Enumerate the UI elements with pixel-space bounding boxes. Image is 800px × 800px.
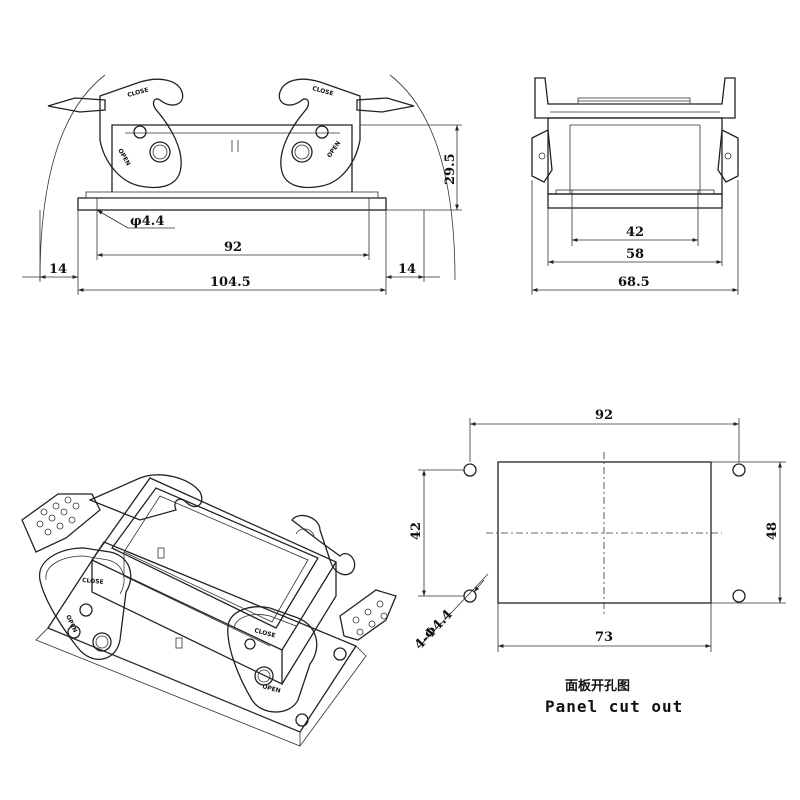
iso-front-lever xyxy=(39,547,132,660)
iso-left-wing-holes xyxy=(36,496,80,536)
cutout-rectangle xyxy=(497,461,712,604)
front-left-lock-tab xyxy=(47,97,106,113)
dim-cutout-height: 48 xyxy=(765,522,780,540)
panel-cutout-view: 92 42 48 73 4-Φ4.4 面板开孔图 Panel cut out xyxy=(409,408,786,716)
dim-height: 29.5 xyxy=(443,153,458,185)
panel-cutout-caption-en: Panel cut out xyxy=(545,697,683,716)
iso-base-hole-2 xyxy=(295,713,309,727)
dim-left-offset: 14 xyxy=(49,262,67,277)
front-left-close-label: CLOSE xyxy=(127,87,150,99)
dim-cutout-hole-spacing-x: 92 xyxy=(595,408,613,423)
front-housing-body xyxy=(111,124,353,192)
side-right-lever xyxy=(717,128,739,183)
front-left-open-label: OPEN xyxy=(116,148,131,168)
dim-side-inner: 42 xyxy=(626,225,644,240)
dim-cutout-hole-spacing-y: 42 xyxy=(409,522,424,540)
iso-right-wing-tab xyxy=(339,589,397,641)
iso-left-wing-tab xyxy=(21,493,101,553)
front-right-open-label: OPEN xyxy=(326,140,342,159)
front-view: CLOSE OPEN CLOSE OPEN φ4.4 92 14 xyxy=(22,74,462,295)
side-view: 42 58 68.5 xyxy=(531,77,739,295)
front-base-flange xyxy=(77,197,387,211)
front-left-lever xyxy=(99,78,184,189)
dim-side-middle: 58 xyxy=(626,247,644,262)
front-right-lock-tab xyxy=(356,97,415,113)
dim-hole-diameter: φ4.4 xyxy=(130,214,164,229)
right-lever-sweep-arc xyxy=(389,74,456,281)
iso-front-open-label: OPEN xyxy=(64,614,78,634)
dim-cutout-width: 73 xyxy=(595,630,613,645)
front-left-peg xyxy=(149,141,171,163)
front-right-peg xyxy=(291,141,313,163)
panel-cutout-caption-cn: 面板开孔图 xyxy=(565,678,630,694)
dim-cutout-holes: 4-Φ4.4 xyxy=(412,607,456,653)
cutout-hole-top-left xyxy=(463,463,477,477)
dim-hole-spacing: 92 xyxy=(224,240,242,255)
side-left-lever xyxy=(531,128,553,183)
iso-front-right-pivot xyxy=(244,638,256,650)
isometric-view: CLOSE OPEN CLOSE OPEN xyxy=(21,474,397,747)
iso-right-wing-holes xyxy=(352,600,388,636)
cutout-hole-bottom-right xyxy=(732,589,746,603)
side-housing xyxy=(547,117,723,195)
iso-rear-right-lever xyxy=(291,514,356,576)
dim-total-length: 104.5 xyxy=(210,275,251,290)
iso-housing-body xyxy=(91,477,337,651)
iso-rear-left-lever xyxy=(88,474,203,521)
iso-front-right-peg xyxy=(254,666,274,686)
iso-front-lever-pivot xyxy=(79,603,93,617)
iso-front-close-label: CLOSE xyxy=(82,577,104,586)
iso-right-open-label: OPEN xyxy=(261,683,281,695)
front-base-step xyxy=(85,191,379,199)
iso-front-lever-peg xyxy=(92,632,112,652)
cutout-hole-top-right xyxy=(732,463,746,477)
cutout-holes-leader xyxy=(417,573,489,649)
left-lever-sweep-arc xyxy=(39,74,106,281)
front-right-lever xyxy=(278,78,361,189)
iso-top-opening xyxy=(111,487,319,629)
iso-base-hole-3 xyxy=(333,647,347,661)
dim-side-outer: 68.5 xyxy=(618,275,650,290)
iso-front-right-lever xyxy=(227,606,318,713)
iso-base-hole-1 xyxy=(67,625,81,639)
front-right-pivot-hole xyxy=(315,125,329,139)
side-base-flange xyxy=(547,193,723,209)
front-left-pivot-hole xyxy=(133,125,147,139)
dim-right-offset: 14 xyxy=(398,262,416,277)
front-right-close-label: CLOSE xyxy=(311,85,334,97)
hole-diameter-leader xyxy=(96,209,129,229)
